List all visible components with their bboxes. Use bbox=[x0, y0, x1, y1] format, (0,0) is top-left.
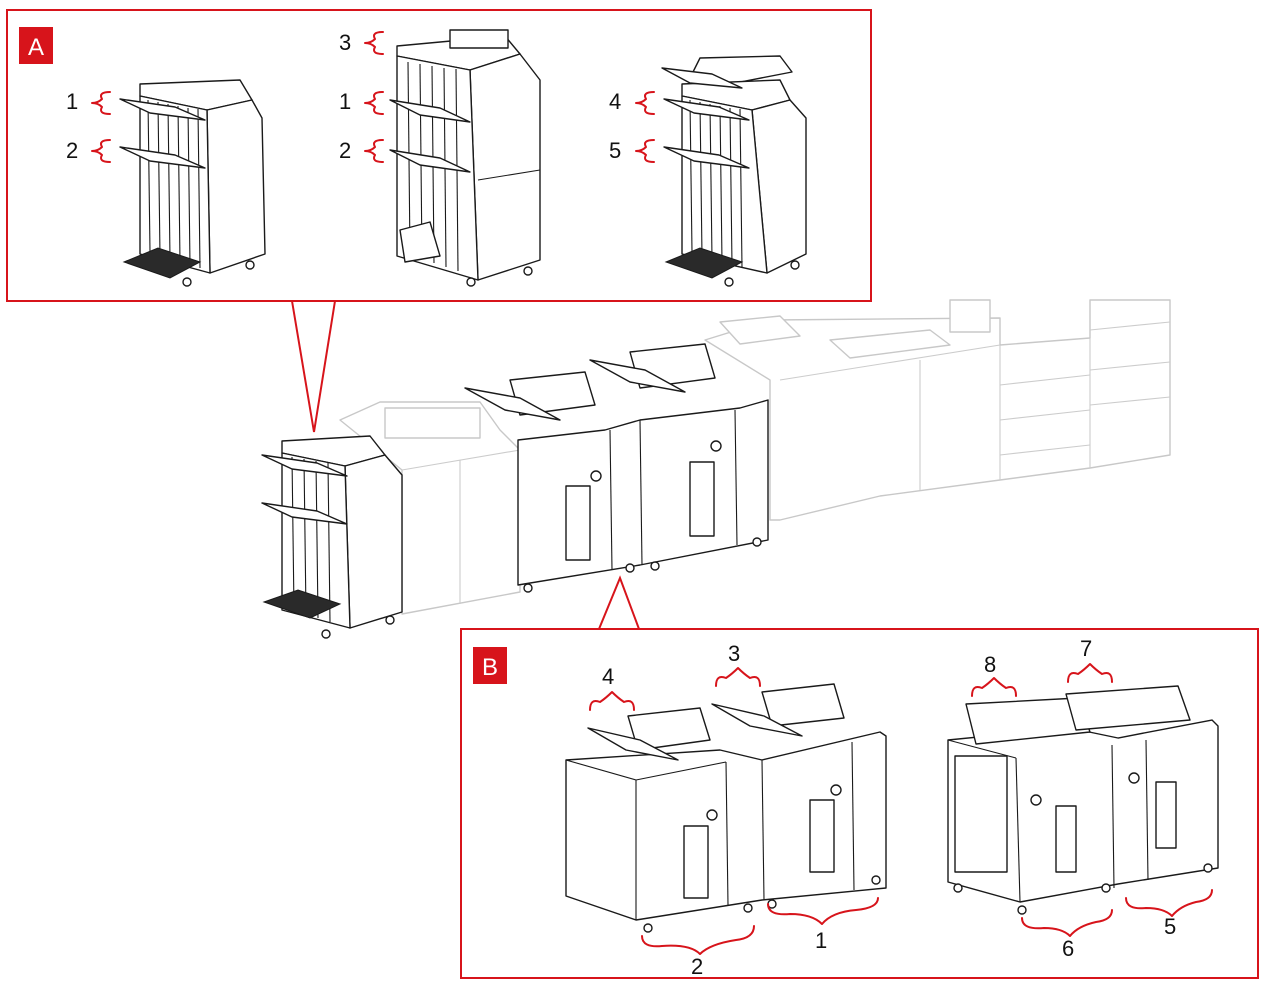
high-capacity-stackers bbox=[464, 343, 769, 593]
panel-a-bracket-1 bbox=[91, 91, 111, 115]
panel-a-bracket-2b bbox=[364, 139, 384, 163]
panel-a-bracket-3 bbox=[364, 31, 384, 55]
panel-b-tag: B bbox=[482, 654, 498, 681]
panel-b-label-6: 6 bbox=[1062, 936, 1074, 961]
panel-a-label-2: 2 bbox=[66, 138, 78, 163]
panel-b-bracket-2 bbox=[641, 925, 755, 955]
stacker-pair-right bbox=[947, 685, 1219, 915]
panel-a-bracket-5 bbox=[635, 139, 655, 163]
panel-a-label-2b: 2 bbox=[339, 138, 351, 163]
panel-a-bracket-4 bbox=[635, 91, 655, 115]
panel-a-bracket-1b bbox=[364, 91, 384, 115]
finisher-unit-3 bbox=[661, 55, 807, 287]
panel-b-bracket-1 bbox=[767, 897, 879, 925]
panel-b-label-3: 3 bbox=[728, 641, 740, 666]
panel-b-bracket-4 bbox=[589, 691, 635, 711]
panel-a-tag: A bbox=[28, 34, 44, 61]
panel-b: B bbox=[460, 628, 1259, 979]
panel-b-label-8: 8 bbox=[984, 652, 996, 677]
panel-b-bracket-7 bbox=[1067, 663, 1113, 683]
panel-b-label-5: 5 bbox=[1164, 914, 1176, 939]
production-system-illustration bbox=[261, 299, 1171, 639]
panel-a-label-5: 5 bbox=[609, 138, 621, 163]
panel-b-label-7: 7 bbox=[1080, 636, 1092, 661]
panel-a-label-1b: 1 bbox=[339, 89, 351, 114]
panel-b-frame bbox=[460, 628, 1259, 979]
finisher-attached bbox=[261, 435, 403, 639]
panel-b-label-2: 2 bbox=[691, 954, 703, 979]
panel-b-bracket-5 bbox=[1125, 889, 1213, 917]
panel-b-bracket-3 bbox=[715, 667, 761, 687]
panel-a: A bbox=[6, 9, 872, 302]
panel-b-tag-box bbox=[473, 647, 507, 684]
panel-a-label-1: 1 bbox=[66, 89, 78, 114]
panel-a-bracket-2 bbox=[91, 139, 111, 163]
finisher-unit-2 bbox=[389, 29, 541, 287]
panel-b-label-4: 4 bbox=[602, 664, 614, 689]
panel-b-bracket-6 bbox=[1021, 909, 1113, 937]
finisher-unit-1 bbox=[119, 79, 266, 287]
panel-b-label-1: 1 bbox=[815, 928, 827, 953]
panel-a-label-4: 4 bbox=[609, 89, 621, 114]
panel-b-callout-line bbox=[598, 575, 640, 630]
panel-a-label-3: 3 bbox=[339, 30, 351, 55]
panel-b-bracket-8 bbox=[971, 677, 1017, 697]
panel-a-frame bbox=[6, 9, 872, 302]
panel-a-tag-box bbox=[19, 27, 53, 64]
panel-a-callout-line bbox=[291, 300, 336, 433]
stacker-pair-left bbox=[565, 683, 887, 933]
